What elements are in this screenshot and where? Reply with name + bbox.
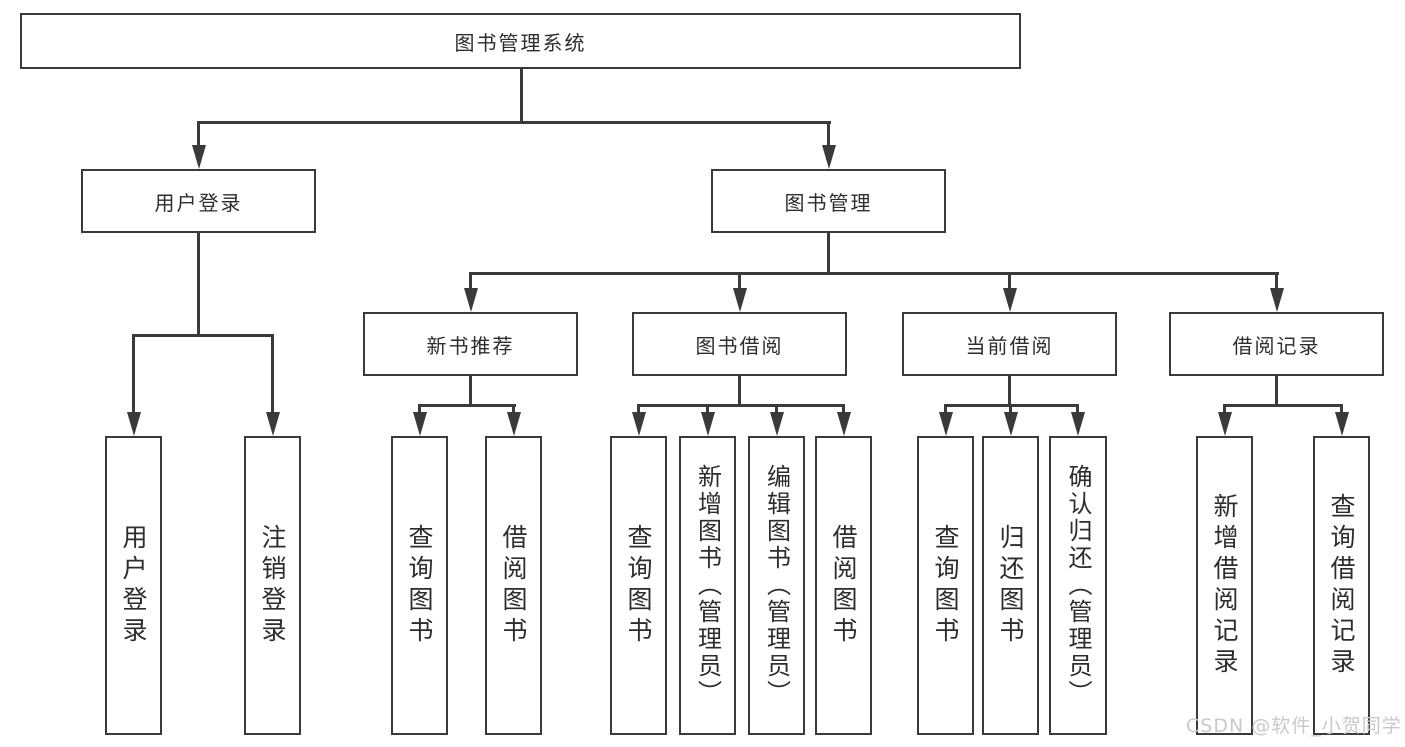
leaf-query-borrow-record: 查询借阅记录 (1313, 436, 1370, 735)
connector-line (271, 334, 274, 414)
arrow-down-icon (700, 412, 715, 436)
arrow-down-icon (506, 412, 521, 436)
connector-line (469, 272, 472, 290)
arrow-down-icon (191, 145, 206, 169)
arrow-down-icon (412, 412, 427, 436)
connector-line (738, 272, 741, 290)
arrow-down-icon (769, 412, 784, 436)
connector-line (775, 404, 778, 416)
node-book-management: 图书管理 (711, 169, 946, 233)
leaf-add-borrow-record: 新增借阅记录 (1196, 436, 1253, 735)
node-user-login: 用户登录 (81, 169, 316, 233)
node-book-borrow: 图书借阅 (632, 312, 847, 376)
connector-line (827, 232, 830, 275)
node-library-management-system: 图书管理系统 (20, 13, 1021, 69)
connector-line (418, 404, 516, 407)
connector-line (512, 404, 515, 416)
arrow-down-icon (1003, 412, 1018, 436)
connector-line (520, 68, 523, 124)
connector-line (944, 404, 947, 416)
connector-line (132, 334, 274, 337)
leaf-borrow-books: 借阅图书 (815, 436, 872, 735)
connector-line (197, 232, 200, 336)
connector-line (842, 404, 845, 416)
leaf-query-books-current: 查询图书 (917, 436, 974, 735)
connector-line (1008, 376, 1011, 407)
leaf-return-books: 归还图书 (982, 436, 1039, 735)
connector-line (418, 404, 421, 416)
arrow-down-icon (265, 412, 280, 436)
watermark-text: CSDN @软件_小贺同学 (1186, 715, 1402, 737)
arrow-down-icon (1269, 288, 1284, 312)
arrow-down-icon (732, 288, 747, 312)
connector-line (1076, 404, 1079, 416)
connector-line (1275, 376, 1278, 407)
connector-line (637, 404, 640, 416)
node-new-book-recommend: 新书推荐 (363, 312, 578, 376)
arrow-down-icon (631, 412, 646, 436)
connector-line (1223, 404, 1226, 416)
arrow-down-icon (1217, 412, 1232, 436)
node-borrow-records: 借阅记录 (1169, 312, 1384, 376)
connector-line (637, 404, 845, 407)
connector-line (469, 272, 1279, 275)
connector-line (738, 376, 741, 407)
leaf-query-books-borrow: 查询图书 (610, 436, 667, 735)
connector-line (706, 404, 709, 416)
arrow-down-icon (821, 145, 836, 169)
leaf-add-books-admin: 新增图书（管理员） (679, 436, 736, 735)
arrow-down-icon (836, 412, 851, 436)
arrow-down-icon (1334, 412, 1349, 436)
node-current-borrow: 当前借阅 (902, 312, 1117, 376)
leaf-edit-books-admin: 编辑图书（管理员） (748, 436, 805, 735)
connector-line (1223, 404, 1343, 407)
arrow-down-icon (1002, 288, 1017, 312)
connector-line (132, 334, 135, 414)
leaf-confirm-return-admin: 确认归还（管理员） (1049, 436, 1107, 735)
arrow-down-icon (938, 412, 953, 436)
leaf-query-books-recommend: 查询图书 (391, 436, 448, 735)
connector-line (1275, 272, 1278, 290)
connector-line (1340, 404, 1343, 416)
connector-line (827, 121, 830, 147)
connector-line (197, 121, 831, 124)
connector-line (197, 121, 200, 147)
connector-line (1008, 272, 1011, 290)
leaf-borrow-books-recommend: 借阅图书 (485, 436, 542, 735)
leaf-user-login: 用户登录 (105, 436, 162, 735)
arrow-down-icon (1070, 412, 1085, 436)
connector-line (1009, 404, 1012, 416)
connector-line (469, 376, 472, 407)
leaf-logout-login: 注销登录 (244, 436, 301, 735)
arrow-down-icon (126, 412, 141, 436)
arrow-down-icon (463, 288, 478, 312)
